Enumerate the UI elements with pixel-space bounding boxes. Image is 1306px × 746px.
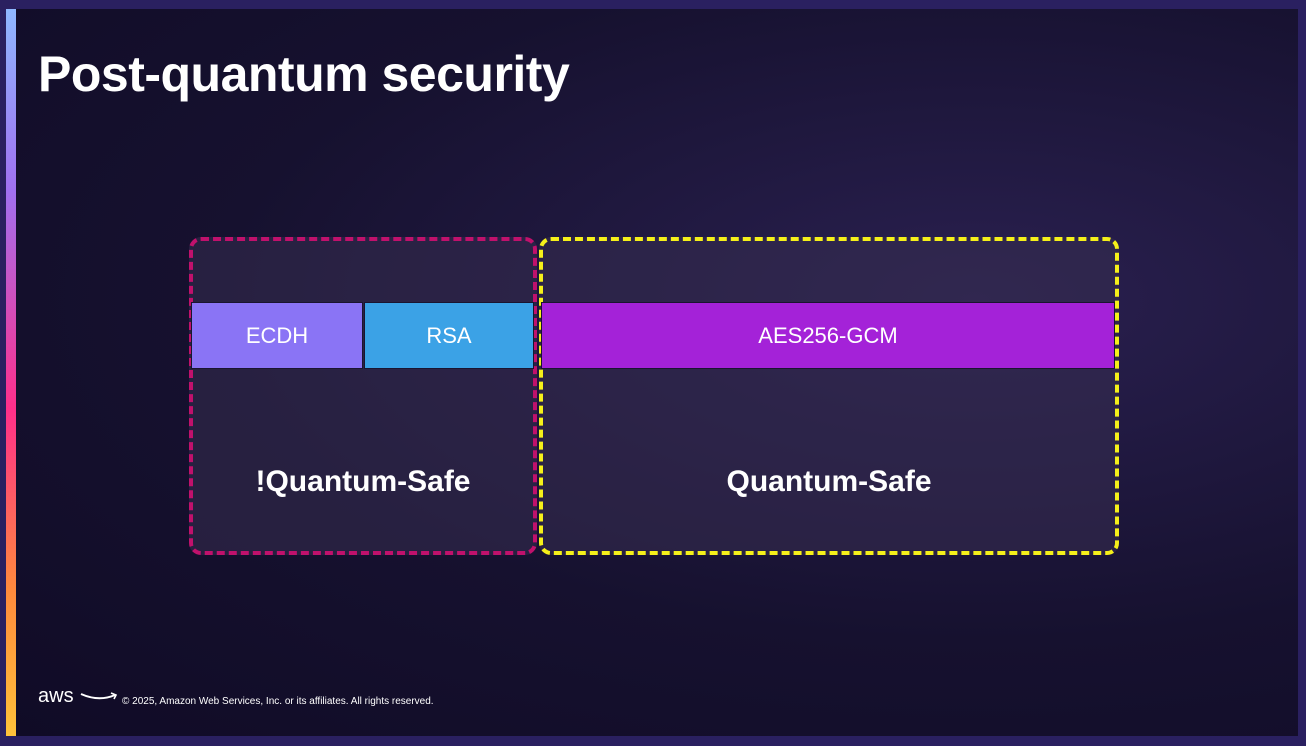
slide: Post-quantum security ECDH RSA AES256-GC… <box>6 9 1298 736</box>
ecdh-block: ECDH <box>191 302 363 369</box>
copyright: © 2025, Amazon Web Services, Inc. or its… <box>122 696 434 707</box>
not-quantum-safe-label: !Quantum-Safe <box>255 465 471 498</box>
aws-logo: aws <box>38 686 119 706</box>
quantum-safe-group <box>539 237 1119 555</box>
aes-block: AES256-GCM <box>541 302 1115 369</box>
quantum-safe-label: Quantum-Safe <box>726 465 932 498</box>
slide-title: Post-quantum security <box>38 46 570 102</box>
rsa-block: RSA <box>364 302 534 369</box>
accent-edge <box>6 9 16 736</box>
not-quantum-safe-group <box>189 237 537 555</box>
aws-smile-icon <box>80 692 118 700</box>
